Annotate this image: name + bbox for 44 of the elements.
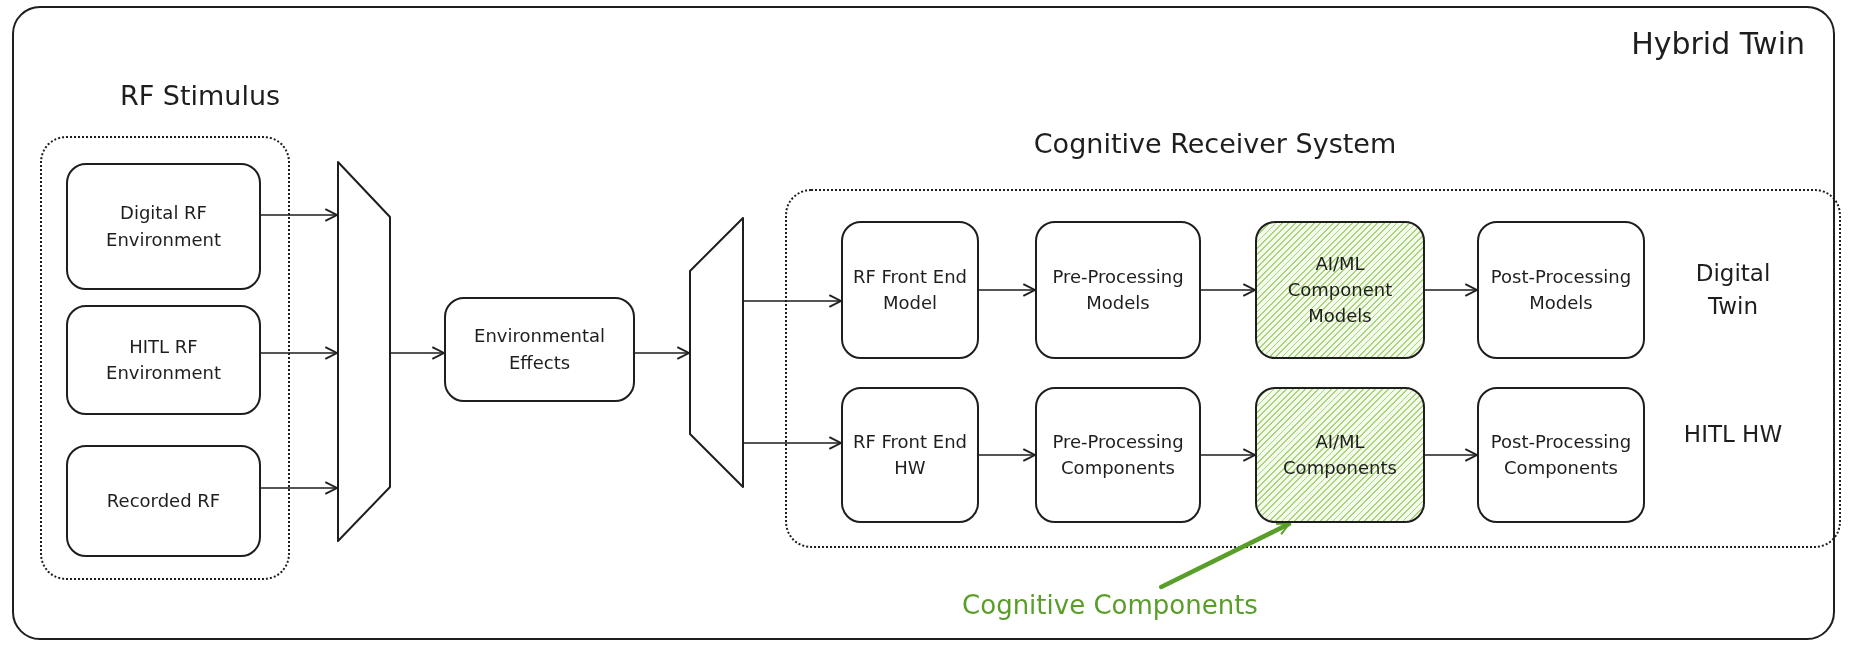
- box-label: RF Front End Model: [851, 264, 968, 315]
- box-label: RF Front End HW: [851, 429, 968, 480]
- process-box: [1477, 387, 1645, 523]
- process-box: [1477, 221, 1645, 359]
- arrow: [1424, 283, 1478, 297]
- process-box: [66, 163, 261, 290]
- arrow: [743, 294, 842, 308]
- box-label: AI/ML Components: [1282, 429, 1398, 480]
- arrow: [634, 346, 690, 360]
- arrow: [1200, 448, 1256, 462]
- box-label: AI/ML Component Models: [1286, 251, 1394, 329]
- arrow: [743, 436, 842, 450]
- row-label: Digital Twin: [1694, 258, 1772, 321]
- arrow: [1159, 521, 1292, 590]
- process-box: [1035, 387, 1201, 523]
- box-label: Pre-Processing Components: [1051, 429, 1185, 480]
- process-box: [1255, 387, 1425, 523]
- process-box: [1255, 221, 1425, 359]
- process-box: [841, 387, 979, 523]
- process-box: [66, 305, 261, 415]
- group-heading: Cognitive Receiver System: [1032, 128, 1398, 159]
- box-label: Post-Processing Models: [1489, 264, 1633, 315]
- box-label: Environmental Effects: [473, 324, 606, 375]
- process-box: [444, 297, 635, 402]
- arrow: [978, 283, 1036, 297]
- arrow: [260, 481, 338, 495]
- process-box: [66, 445, 261, 557]
- arrow: [260, 208, 338, 222]
- box-label: HITL RF Environment: [105, 334, 222, 385]
- arrow: [260, 346, 338, 360]
- callout-text: Cognitive Components: [905, 585, 1315, 625]
- process-box: [1035, 221, 1201, 359]
- box-label: Recorded RF: [106, 488, 221, 513]
- process-box: [841, 221, 979, 359]
- group-heading: RF Stimulus: [118, 80, 282, 111]
- box-label: Post-Processing Components: [1489, 429, 1633, 480]
- arrow: [1424, 448, 1478, 462]
- row-label: HITL HW: [1682, 420, 1784, 450]
- arrow: [390, 346, 445, 360]
- arrow: [1200, 283, 1256, 297]
- box-label: Digital RF Environment: [105, 201, 222, 252]
- arrow: [978, 448, 1036, 462]
- diagram-title: Hybrid Twin: [1631, 26, 1805, 61]
- box-label: Pre-Processing Models: [1051, 264, 1185, 315]
